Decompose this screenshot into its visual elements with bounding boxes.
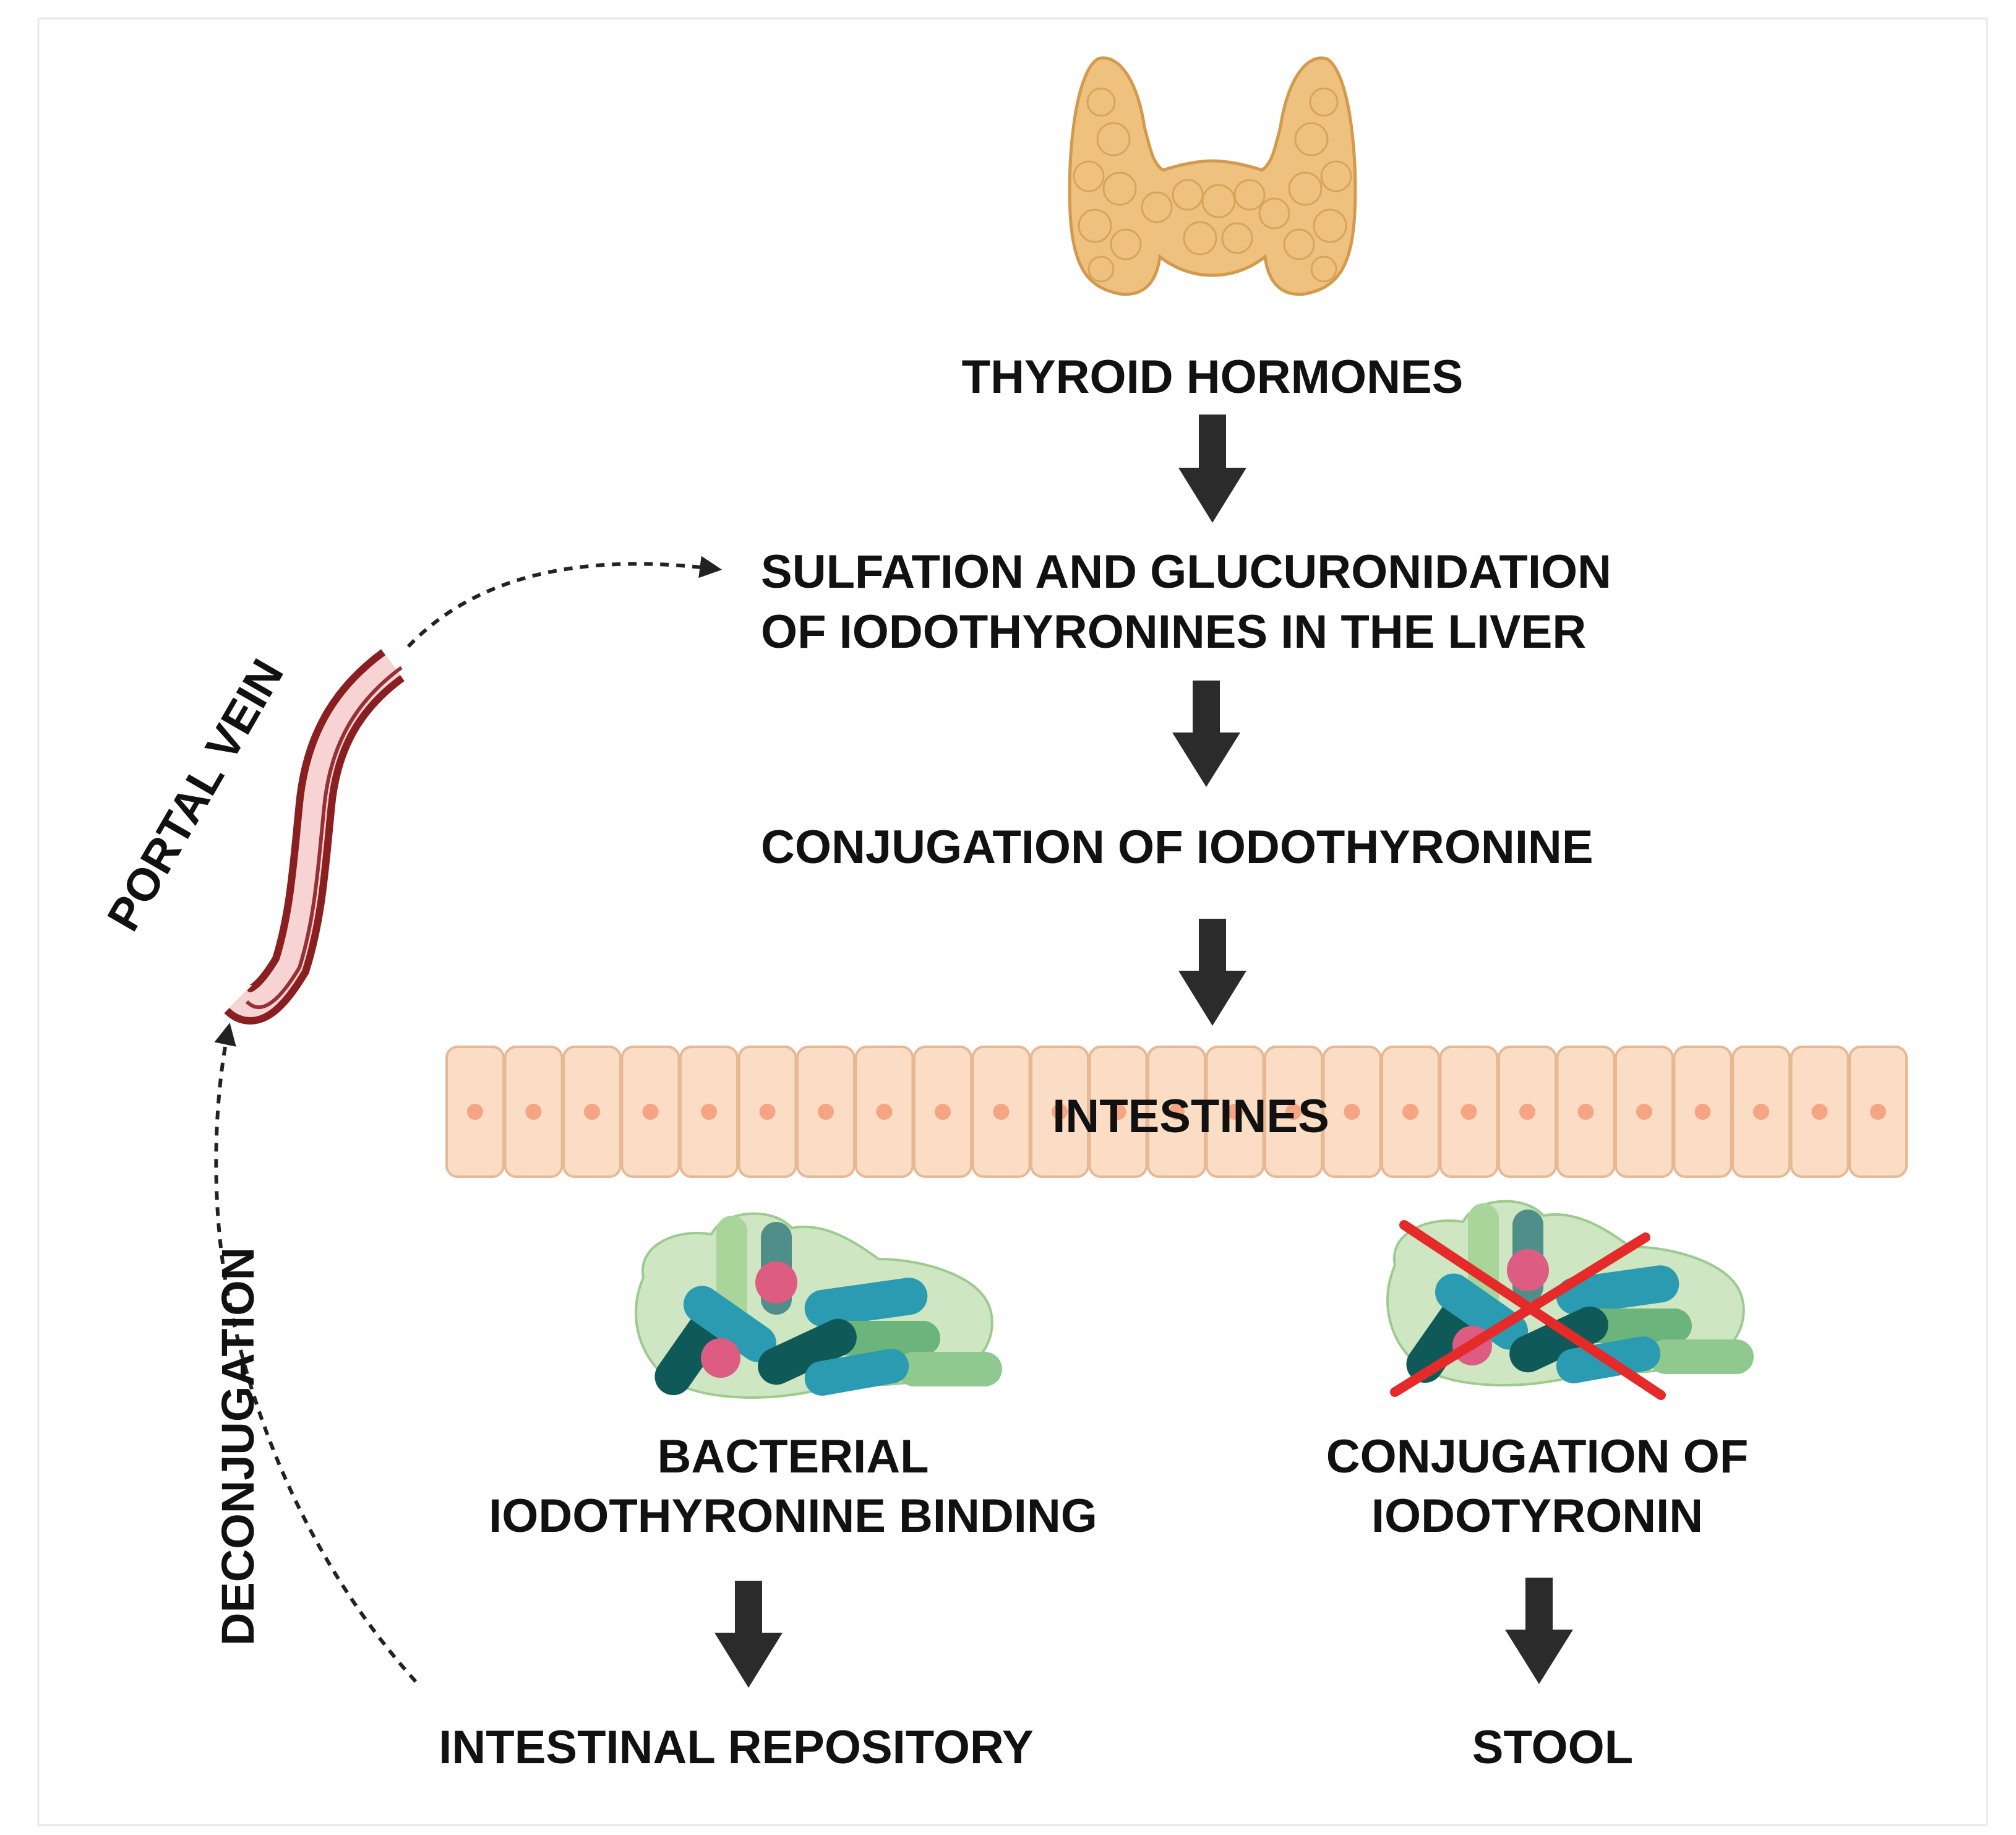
dashed-arrow-to-liver bbox=[406, 556, 723, 648]
deconjugation-label: DECONJUGATION bbox=[212, 1247, 264, 1646]
intestinal-epithelium bbox=[445, 1046, 1908, 1178]
bacteria-cluster-crossed-icon bbox=[1386, 1200, 1755, 1400]
dashed-arrow-deconjugation bbox=[214, 1022, 418, 1683]
cell-nucleus bbox=[525, 1104, 542, 1120]
intestinal-repository-label: INTESTINAL REPOSITORY bbox=[439, 1721, 1033, 1774]
bacterial-label-line2: IODOTHYRONINE BINDING bbox=[489, 1490, 1097, 1542]
thyroid-gland-icon bbox=[1068, 56, 1357, 296]
cell-nucleus bbox=[1285, 1104, 1302, 1120]
conj-iodotyronin-label-line1: CONJUGATION OF bbox=[1326, 1430, 1749, 1483]
cell-nucleus bbox=[1344, 1104, 1360, 1120]
flow-arrow-1 bbox=[1178, 415, 1246, 523]
bacteria-cluster-icon bbox=[635, 1212, 1003, 1404]
conj-iodotyronin-label-line2: IODOTYRONIN bbox=[1371, 1490, 1703, 1542]
thyroid-hormones-label: THYROID HORMONES bbox=[962, 351, 1464, 403]
cell-nucleus bbox=[818, 1104, 834, 1120]
sulfation-label-line2: OF IODOTHYRONINES IN THE LIVER bbox=[761, 606, 1586, 658]
flow-arrow-left bbox=[714, 1581, 783, 1688]
conjugation-label: CONJUGATION OF IODOTHYRONINE bbox=[761, 821, 1593, 874]
cell-nucleus bbox=[584, 1104, 600, 1120]
cell-nucleus bbox=[1694, 1104, 1711, 1120]
portal-vein-label: PORTAL VEIN bbox=[97, 651, 293, 939]
cell-nucleus bbox=[701, 1104, 717, 1120]
cell-nucleus bbox=[467, 1104, 483, 1120]
cell-nucleus bbox=[1052, 1104, 1068, 1120]
portal-vein-icon bbox=[224, 649, 405, 1025]
cell-nucleus bbox=[1636, 1104, 1652, 1120]
red-cross-icon bbox=[1390, 1220, 1666, 1400]
cell-nucleus bbox=[1753, 1104, 1769, 1120]
flow-arrow-right bbox=[1505, 1578, 1573, 1684]
page-frame bbox=[37, 17, 1988, 1826]
cell-nucleus bbox=[1519, 1104, 1535, 1120]
sulfation-label-line1: SULFATION AND GLUCURONIDATION bbox=[761, 546, 1611, 598]
cell-nucleus bbox=[1402, 1104, 1418, 1120]
cell-nucleus bbox=[935, 1104, 951, 1120]
cell-nucleus bbox=[759, 1104, 776, 1120]
cell-nucleus bbox=[1110, 1104, 1126, 1120]
stool-label: STOOL bbox=[1472, 1721, 1633, 1774]
cell-nucleus bbox=[1169, 1104, 1185, 1120]
cell-nucleus bbox=[1870, 1104, 1886, 1120]
cell-nucleus bbox=[876, 1104, 893, 1120]
flow-arrow-3 bbox=[1178, 919, 1246, 1026]
cell-nucleus bbox=[1461, 1104, 1477, 1120]
cell-nucleus bbox=[1227, 1104, 1243, 1120]
cell-nucleus bbox=[642, 1104, 659, 1120]
cell-nucleus bbox=[1811, 1104, 1828, 1120]
cell-nucleus bbox=[1577, 1104, 1594, 1120]
bacterial-label-line1: BACTERIAL bbox=[657, 1430, 929, 1483]
cell-nucleus bbox=[993, 1104, 1010, 1120]
flow-arrow-2 bbox=[1172, 681, 1240, 787]
intestines-label: INTESTINES bbox=[1052, 1090, 1329, 1143]
